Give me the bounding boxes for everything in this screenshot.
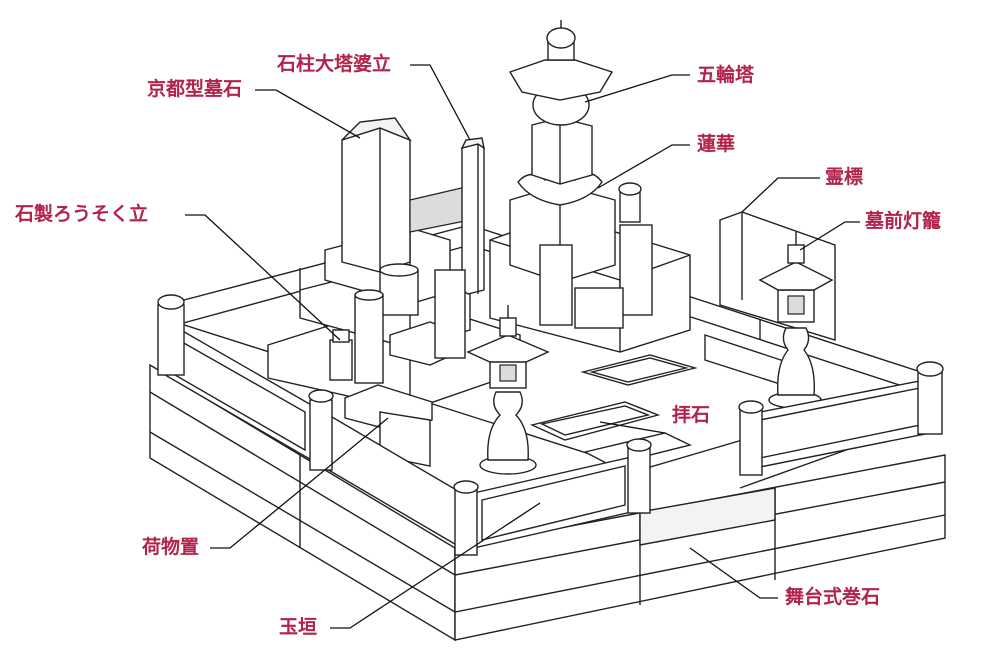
label-nimotsu-oki: 荷物置: [142, 536, 200, 558]
label-tamagaki: 玉垣: [279, 616, 318, 638]
label-bozen-toro: 墓前灯籠: [865, 210, 942, 232]
gorinto: [489, 20, 691, 353]
label-renge: 蓮華: [697, 133, 736, 155]
label-rosoku-stand: 石製ろうそく立: [15, 203, 149, 225]
label-butai-makiishi: 舞台式巻石: [785, 586, 881, 608]
label-kyoto-gravestone: 京都型墓石: [147, 78, 243, 100]
leader-lines: [185, 64, 860, 629]
tamagaki-front: [157, 182, 944, 556]
front-left-lantern: [466, 305, 550, 475]
label-haiseki: 拝石: [672, 404, 711, 426]
base-makiishi: [149, 363, 946, 642]
label-reihyo: 霊標: [825, 166, 864, 188]
rosoku-stand: [329, 269, 466, 384]
sekichu-pillar: [460, 137, 486, 295]
label-sekichu-pillar: 石柱大塔婆立: [277, 53, 392, 75]
label-gorinto: 五輪塔: [697, 64, 755, 86]
